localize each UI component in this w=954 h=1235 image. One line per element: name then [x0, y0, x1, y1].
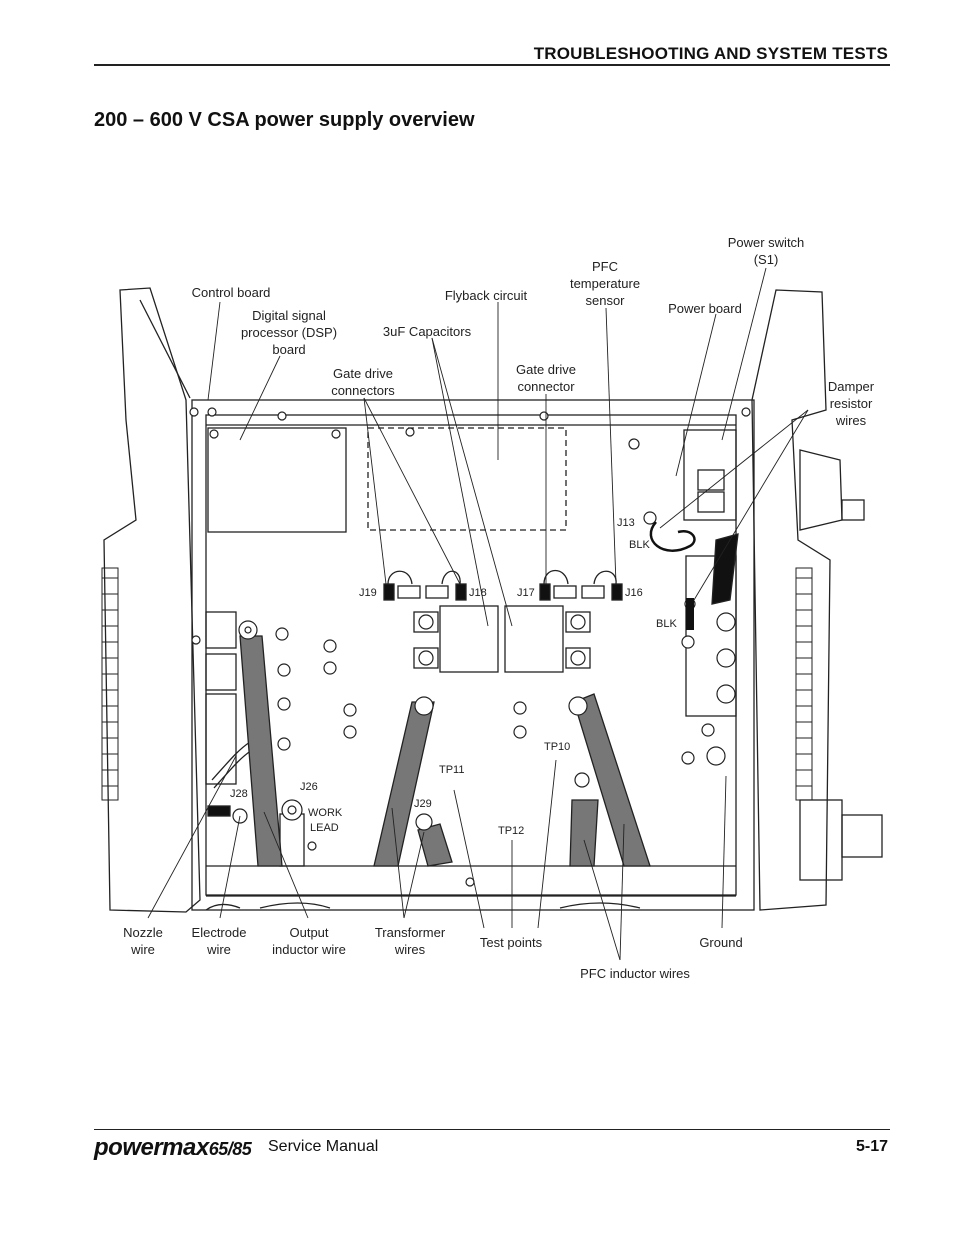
- label-pfc-sensor-1: PFC: [592, 259, 618, 274]
- label-capacitors: 3uF Capacitors: [383, 324, 472, 339]
- label-gate-drive-connectors-2: connectors: [331, 383, 395, 398]
- label-j19: J19: [359, 587, 377, 599]
- label-j13: J13: [617, 517, 635, 529]
- label-tp10: TP10: [544, 741, 570, 753]
- label-dsp-2: processor (DSP): [241, 325, 337, 340]
- label-blk-1: BLK: [629, 539, 650, 551]
- label-j17: J17: [517, 587, 535, 599]
- label-damper-3: wires: [835, 413, 867, 428]
- label-pfc-inductor: PFC inductor wires: [580, 966, 690, 981]
- label-j26: J26: [300, 781, 318, 793]
- label-test-points: Test points: [480, 935, 543, 950]
- label-j28: J28: [230, 788, 248, 800]
- label-transformer-2: wires: [394, 942, 426, 957]
- dsp-board: [207, 427, 347, 533]
- capacitor-left: [439, 605, 499, 673]
- label-electrode-1: Electrode: [192, 925, 247, 940]
- footer-brand: powermax65/85: [94, 1134, 252, 1162]
- pfc-inductor-wire-1: [569, 799, 599, 867]
- transformer-wire-2: [417, 823, 453, 867]
- label-control-board: Control board: [192, 285, 271, 300]
- label-ground: Ground: [699, 935, 742, 950]
- output-inductor-wire: [239, 635, 283, 867]
- label-tp12: TP12: [498, 825, 524, 837]
- label-j16: J16: [625, 587, 643, 599]
- label-j29: J29: [414, 798, 432, 810]
- label-power-switch-1: Power switch: [728, 235, 805, 250]
- brand-model: 65/85: [208, 1139, 252, 1159]
- label-power-board: Power board: [668, 301, 742, 316]
- label-damper-2: resistor: [830, 396, 873, 411]
- label-work: WORK: [308, 807, 343, 819]
- right-vents: [795, 567, 813, 801]
- label-tp11: TP11: [439, 764, 464, 776]
- label-lead: LEAD: [310, 822, 339, 834]
- label-blk-2: BLK: [656, 618, 677, 630]
- pfc-inductor-wire-2: [573, 693, 651, 867]
- footer-manual-title: Service Manual: [268, 1138, 379, 1155]
- left-vents: [101, 567, 119, 801]
- label-power-switch-2: (S1): [754, 252, 779, 267]
- label-flyback: Flyback circuit: [445, 288, 528, 303]
- capacitor-right: [504, 605, 564, 673]
- right-handle: [751, 289, 831, 911]
- label-transformer-1: Transformer: [375, 925, 446, 940]
- label-gate-drive-connector-1: Gate drive: [516, 362, 576, 377]
- label-dsp-1: Digital signal: [252, 308, 326, 323]
- label-pfc-sensor-2: temperature: [570, 276, 640, 291]
- label-nozzle-1: Nozzle: [123, 925, 163, 940]
- header-rule: [94, 64, 890, 66]
- label-pfc-sensor-3: sensor: [585, 293, 625, 308]
- label-j18: J18: [469, 587, 487, 599]
- connector-row: [383, 569, 623, 601]
- left-handle: [103, 287, 201, 913]
- footer-rule: [94, 1129, 890, 1130]
- label-damper-1: Damper: [828, 379, 875, 394]
- header-section-title: TROUBLESHOOTING AND SYSTEM TESTS: [533, 44, 888, 63]
- label-output-inductor-2: inductor wire: [272, 942, 346, 957]
- label-gate-drive-connector-2: connector: [517, 379, 575, 394]
- label-nozzle-2: wire: [130, 942, 155, 957]
- chassis-outline: [191, 399, 755, 911]
- label-gate-drive-connectors-1: Gate drive: [333, 366, 393, 381]
- label-dsp-3: board: [272, 342, 305, 357]
- label-output-inductor-1: Output: [289, 925, 328, 940]
- page-number: 5-17: [855, 1138, 888, 1155]
- label-electrode-2: wire: [206, 942, 231, 957]
- power-board: [683, 429, 737, 521]
- brand-name: powermax: [94, 1134, 209, 1161]
- page-title: 200 – 600 V CSA power supply overview: [94, 109, 475, 131]
- flyback-outline: [367, 427, 567, 531]
